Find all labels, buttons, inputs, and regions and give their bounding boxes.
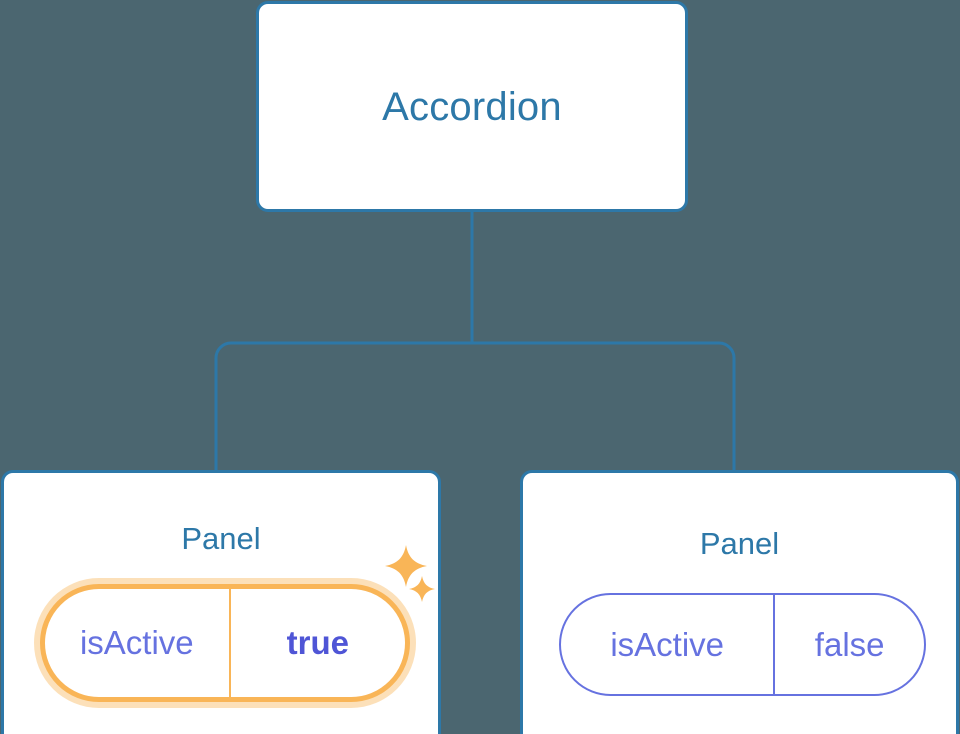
edge-to-right-panel: [472, 341, 736, 472]
prop-pill-isactive-false[interactable]: isActive false: [559, 593, 926, 696]
edge-to-left-panel: [214, 341, 472, 472]
prop-value-false: false: [773, 595, 924, 694]
node-panel-active-title: Panel: [181, 521, 261, 556]
node-panel-inactive[interactable]: Panel isActive false: [520, 470, 959, 734]
node-accordion-title: Accordion: [382, 84, 562, 129]
node-panel-active[interactable]: Panel isActive true: [1, 470, 441, 734]
prop-pill-isactive-true[interactable]: isActive true: [40, 584, 410, 702]
prop-value-true: true: [228, 589, 405, 697]
prop-key-isactive: isActive: [610, 625, 725, 663]
node-accordion[interactable]: Accordion: [256, 1, 688, 212]
prop-key-isactive: isActive: [79, 624, 194, 661]
node-panel-inactive-title: Panel: [699, 526, 780, 561]
